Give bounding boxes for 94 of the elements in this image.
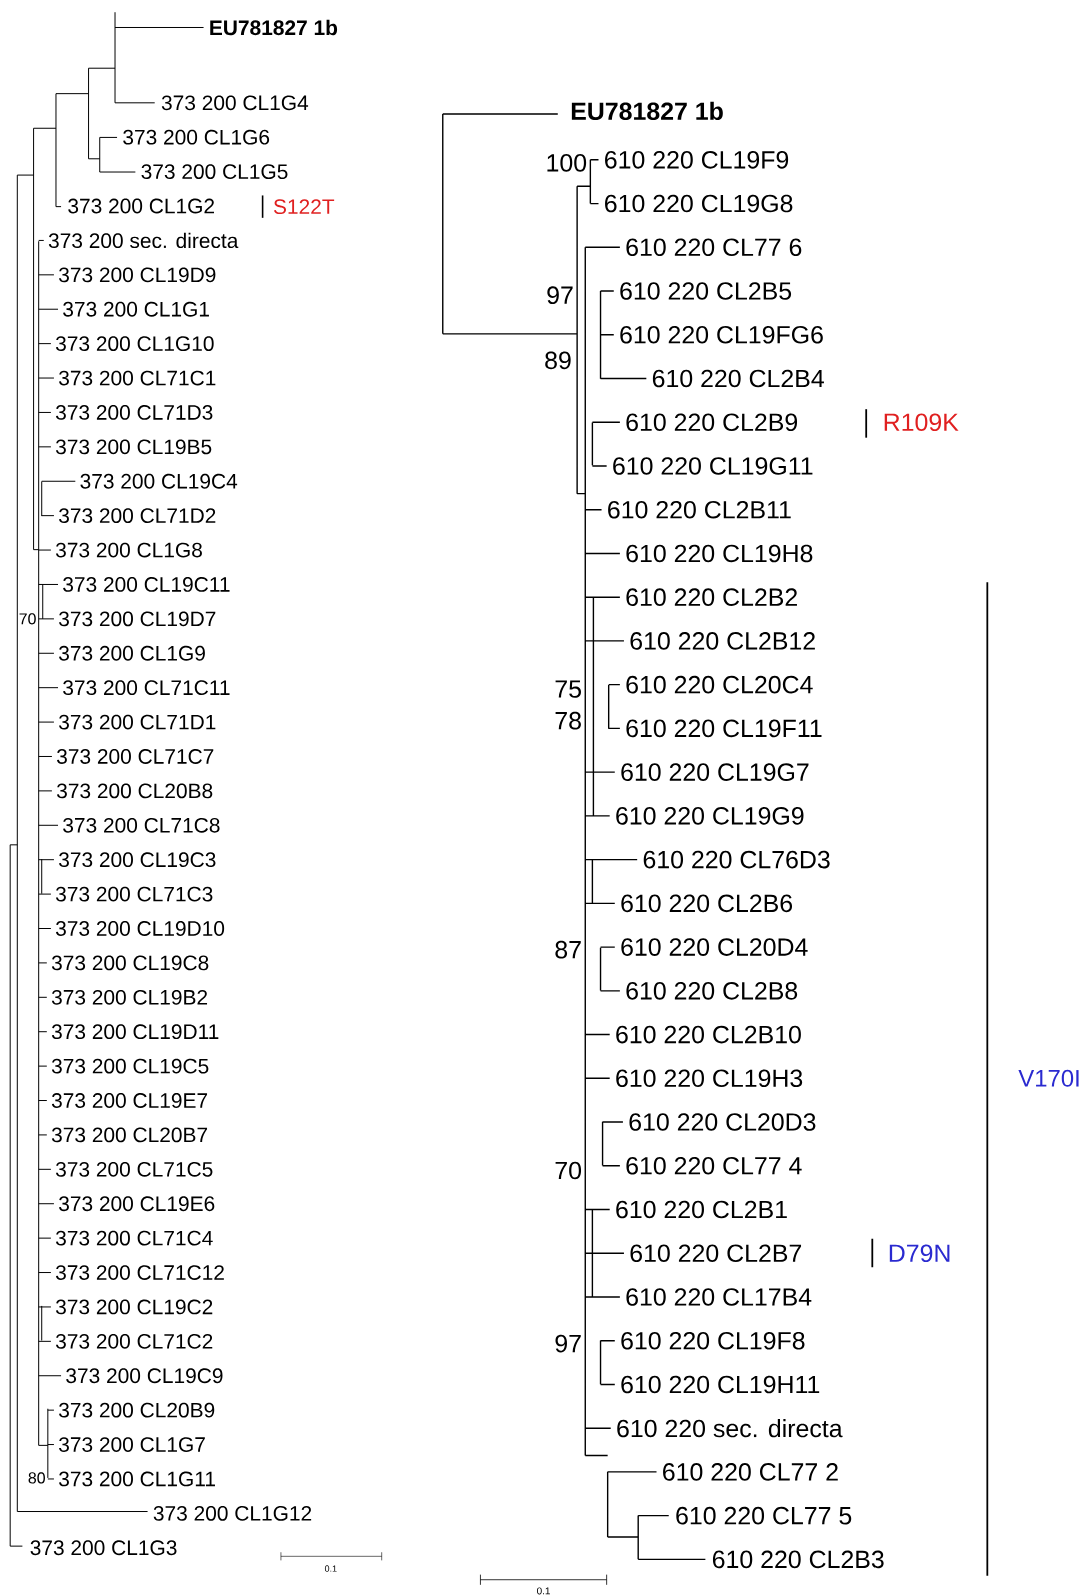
bootstrap-value: 75 bbox=[555, 680, 581, 698]
taxon-label: 610 220 CL17B4 bbox=[626, 1288, 812, 1306]
taxon-label: 610 220 CL2B10 bbox=[616, 1025, 801, 1044]
bootstrap-value: 97 bbox=[555, 1334, 581, 1353]
bootstrap-value: 70 bbox=[19, 613, 36, 625]
mutation-label: D79N bbox=[889, 1244, 950, 1263]
taxon-label: 610 220 CL19F9 bbox=[605, 151, 789, 169]
mutation-label: V170I bbox=[1018, 1069, 1079, 1087]
taxon-label: 610 220 CL19H11 bbox=[621, 1375, 820, 1394]
taxon-label: 373 200 CL71C11 bbox=[63, 680, 230, 696]
mutation-label: R109K bbox=[884, 413, 959, 432]
taxon-label: 610 220 CL2B11 bbox=[608, 500, 791, 519]
taxon-label: 373 200 CL71C8 bbox=[63, 817, 220, 833]
taxon-label: 610 220 CL2B1 bbox=[616, 1200, 787, 1219]
taxon-label: 610 220 CL19G9 bbox=[616, 807, 804, 825]
taxon-label: 373 200 CL1G6 bbox=[123, 129, 270, 145]
scale-label: 0.1 bbox=[537, 1587, 550, 1595]
taxon-label: 610 220 sec. directa bbox=[617, 1419, 843, 1438]
taxon-label: 610 220 CL19H3 bbox=[616, 1069, 803, 1088]
bootstrap-value: 70 bbox=[555, 1161, 582, 1180]
taxon-label: 373 200 CL19B2 bbox=[51, 989, 208, 1005]
taxon-label: 610 220 CL20C4 bbox=[626, 675, 813, 694]
taxon-label: 373 200 CL19D11 bbox=[51, 1024, 219, 1040]
taxon-label: 373 200 CL19D7 bbox=[59, 611, 216, 627]
taxon-label: 373 200 CL71C3 bbox=[55, 886, 213, 902]
taxon-label: 610 220 CL2B12 bbox=[630, 632, 815, 650]
mutation-label: S122T bbox=[273, 199, 335, 215]
taxon-label: 373 200 CL71C7 bbox=[57, 749, 214, 764]
taxon-label: 373 200 CL1G7 bbox=[59, 1437, 205, 1452]
scale-label: 0.1 bbox=[324, 1565, 337, 1572]
taxon-label: 610 220 CL2B7 bbox=[630, 1244, 802, 1263]
taxon-label: 373 200 CL19D10 bbox=[55, 921, 225, 936]
taxon-label: 373 200 CL20B8 bbox=[57, 783, 213, 799]
taxon-label: 610 220 CL19F8 bbox=[621, 1331, 805, 1350]
taxon-label: 373 200 CL20B7 bbox=[51, 1127, 208, 1143]
bootstrap-value: 87 bbox=[555, 940, 581, 959]
taxon-label: 373 200 CL19B5 bbox=[55, 439, 212, 455]
taxon-label: 610 220 CL19H8 bbox=[626, 544, 813, 563]
bootstrap-value: 100 bbox=[547, 154, 587, 172]
taxon-label: 373 200 CL71C5 bbox=[55, 1161, 213, 1177]
taxon-label: 610 220 CL2B3 bbox=[712, 1550, 884, 1569]
taxon-label: 373 200 CL1G2 bbox=[68, 198, 214, 214]
taxon-label: 373 200 sec. directa bbox=[48, 232, 239, 249]
taxon-label: 373 200 CL19D9 bbox=[59, 267, 216, 283]
taxon-label: 373 200 CL19E7 bbox=[51, 1093, 208, 1108]
taxon-label: 373 200 CL19C3 bbox=[59, 852, 216, 868]
bootstrap-value: 89 bbox=[545, 351, 571, 370]
taxon-label: 373 200 CL1G4 bbox=[161, 95, 309, 111]
taxon-label: 610 220 CL2B8 bbox=[626, 982, 798, 1000]
taxon-label: 373 200 CL71D2 bbox=[59, 508, 216, 524]
taxon-label: 373 200 CL1G10 bbox=[55, 336, 214, 352]
taxon-label: 610 220 CL19FG6 bbox=[620, 325, 823, 344]
bootstrap-value: 97 bbox=[547, 286, 573, 304]
taxon-label: 610 220 CL2B9 bbox=[626, 413, 798, 432]
taxon-label: 610 220 CL19G8 bbox=[605, 194, 793, 213]
taxon-label: 610 220 CL19G11 bbox=[613, 457, 813, 475]
taxon-label: 610 220 CL19G7 bbox=[621, 763, 809, 781]
taxon-label: 373 200 CL1G8 bbox=[55, 542, 202, 558]
taxon-label: 610 220 CL2B2 bbox=[626, 588, 797, 606]
taxon-label: 373 200 CL1G1 bbox=[63, 301, 209, 317]
taxon-label: 373 200 CL1G3 bbox=[30, 1540, 177, 1556]
taxon-label: 373 200 CL19C9 bbox=[66, 1368, 223, 1384]
taxon-label: 610 220 CL20D3 bbox=[629, 1113, 816, 1131]
taxon-label: 610 220 CL19F11 bbox=[626, 719, 822, 738]
taxon-label: 373 200 CL1G11 bbox=[59, 1471, 215, 1487]
taxon-label: 373 200 CL19C2 bbox=[55, 1299, 213, 1315]
taxon-label: 373 200 CL1G9 bbox=[59, 645, 205, 661]
taxon-label: 373 200 CL71D1 bbox=[59, 714, 216, 730]
taxon-label: 373 200 CL71C12 bbox=[55, 1265, 224, 1280]
taxon-label: 373 200 CL19E6 bbox=[59, 1196, 215, 1212]
taxon-label: 373 200 CL19C5 bbox=[51, 1058, 209, 1074]
taxon-label: 610 220 CL77 5 bbox=[676, 1506, 852, 1525]
taxon-label: 373 200 CL19C4 bbox=[80, 473, 238, 489]
taxon-label: 610 220 CL77 4 bbox=[626, 1156, 802, 1175]
taxon-label: 610 220 CL2B6 bbox=[621, 894, 793, 913]
taxon-label: 610 220 CL20D4 bbox=[621, 938, 808, 956]
taxon-label: 373 200 CL71C1 bbox=[59, 370, 216, 386]
taxon-label: 610 220 CL2B4 bbox=[652, 369, 824, 388]
bootstrap-value: 80 bbox=[28, 1472, 45, 1484]
taxon-label: 373 200 CL71D3 bbox=[55, 405, 213, 420]
taxon-label: 373 200 CL71C2 bbox=[55, 1333, 213, 1349]
taxon-label: 610 220 CL77 2 bbox=[663, 1463, 838, 1481]
taxon-label: 610 220 CL76D3 bbox=[643, 850, 830, 869]
taxon-label: 373 200 CL19C11 bbox=[63, 577, 230, 592]
taxon-label: 373 200 CL1G12 bbox=[153, 1505, 312, 1521]
taxon-label: 373 200 CL20B9 bbox=[59, 1402, 215, 1418]
taxon-label: 373 200 CL1G5 bbox=[141, 164, 288, 180]
taxon-label: EU781827 1b bbox=[571, 101, 723, 121]
taxon-label: 373 200 CL19C8 bbox=[51, 955, 209, 971]
taxon-label: 610 220 CL2B5 bbox=[620, 282, 792, 300]
bootstrap-value: 78 bbox=[555, 711, 581, 730]
taxon-label: 610 220 CL77 6 bbox=[626, 238, 802, 257]
taxon-label: EU781827 1b bbox=[210, 19, 338, 36]
taxon-label: 373 200 CL71C4 bbox=[55, 1230, 213, 1246]
